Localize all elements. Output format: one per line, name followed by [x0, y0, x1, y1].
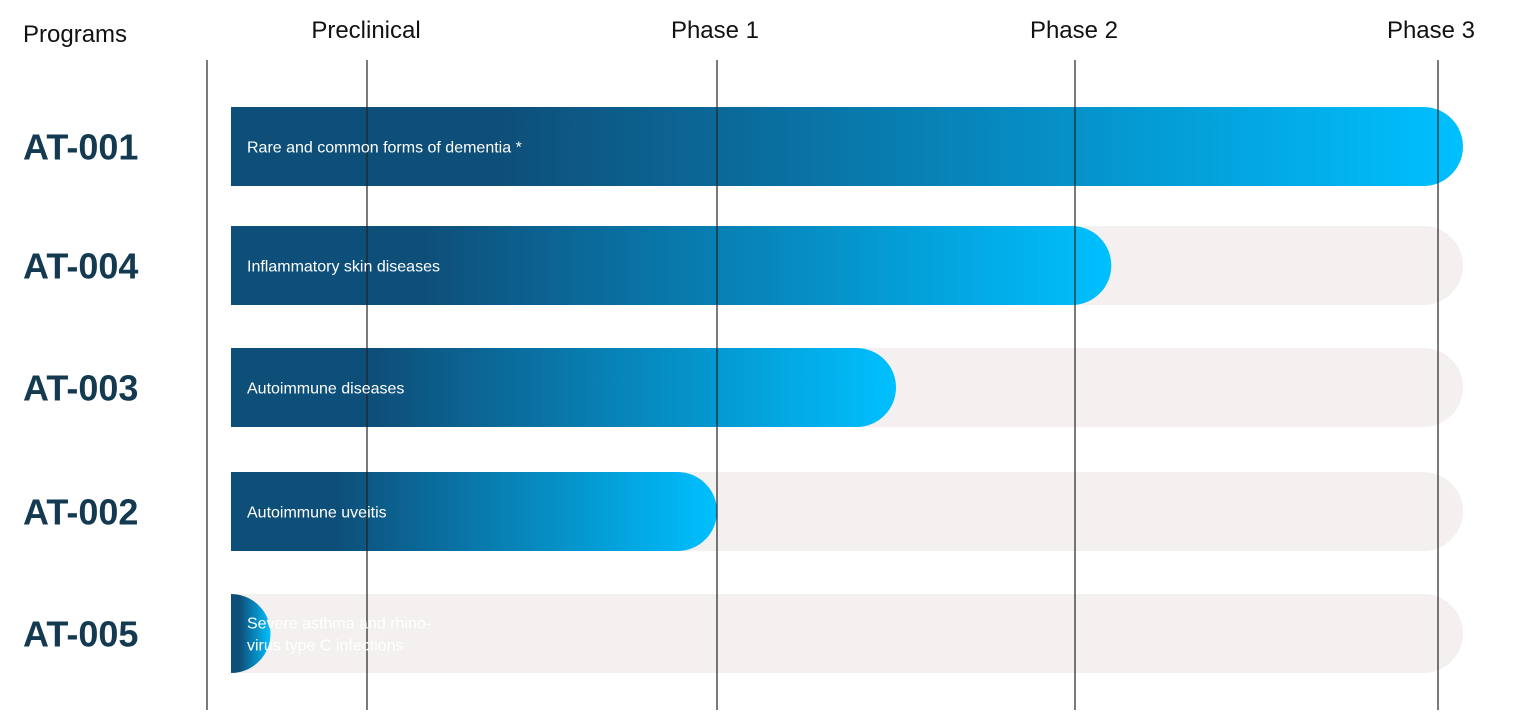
bar-at-003: [231, 348, 896, 427]
indication-line: Rare and common forms of dementia *: [247, 140, 522, 157]
indication-line: Autoimmune diseases: [247, 381, 404, 398]
indication-line: Autoimmune uveitis: [247, 505, 387, 522]
bar-at-004: [231, 226, 1112, 305]
indication-label-at-005: Severe asthma and rhino-virus type C inf…: [247, 616, 431, 655]
indication-label-at-002: Autoimmune uveitis: [247, 505, 387, 522]
stage-header-phase-1: Phase 1: [671, 17, 759, 44]
header-layer: Programs Preclinical Phase 1 Phase 2 Phase 3: [23, 17, 1475, 48]
bar-at-002: [231, 472, 717, 551]
indication-line: virus type C infections: [247, 638, 404, 655]
stage-header-phase-2: Phase 2: [1030, 17, 1118, 44]
program-name-at-001: AT-001: [23, 127, 138, 168]
bar-at-005: [231, 594, 271, 673]
indication-label-at-003: Autoimmune diseases: [247, 381, 404, 398]
stage-header-preclinical: Preclinical: [311, 17, 420, 44]
programs-header: Programs: [23, 21, 127, 48]
program-name-at-003: AT-003: [23, 368, 138, 409]
track-at-005: [231, 594, 1463, 673]
program-name-at-002: AT-002: [23, 492, 138, 533]
indication-label-at-004: Inflammatory skin diseases: [247, 259, 440, 276]
label-layer: Rare and common forms of dementia * AT-00…: [23, 127, 522, 655]
program-name-at-004: AT-004: [23, 246, 138, 287]
bar-layer: [231, 107, 1463, 673]
indication-label-at-001: Rare and common forms of dementia *: [247, 140, 522, 157]
grid-layer: [206, 60, 1439, 710]
program-name-at-005: AT-005: [23, 614, 138, 655]
indication-line: Severe asthma and rhino-: [247, 616, 431, 633]
bar-at-001: [231, 107, 1463, 186]
indication-line: Inflammatory skin diseases: [247, 259, 440, 276]
stage-header-phase-3: Phase 3: [1387, 17, 1475, 44]
